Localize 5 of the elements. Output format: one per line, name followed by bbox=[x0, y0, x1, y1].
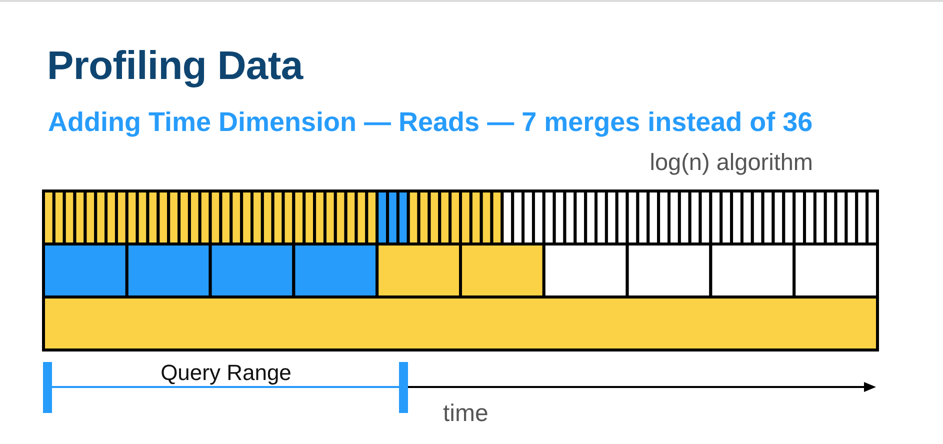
axis-label: time bbox=[443, 402, 488, 426]
subtitle: Adding Time Dimension — Reads — 7 merges instead of 36 bbox=[48, 109, 813, 136]
range-label: Query Range bbox=[160, 362, 292, 384]
annotation-text: log(n) algorithm bbox=[650, 151, 813, 174]
title: Profiling Data bbox=[47, 46, 303, 86]
